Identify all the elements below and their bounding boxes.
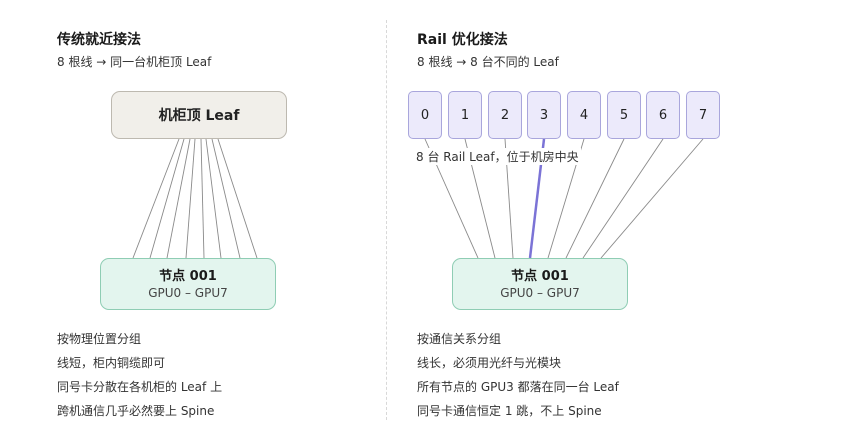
rack-leaf-switch: 机柜顶 Leaf bbox=[111, 91, 287, 139]
left-note-1: 按物理位置分组 bbox=[57, 332, 142, 346]
rail-leaf-3: 3 bbox=[527, 91, 561, 139]
rail-leaf-2: 2 bbox=[488, 91, 522, 139]
left-cable bbox=[166, 138, 191, 259]
left-note-2: 线短，柜内铜缆即可 bbox=[57, 356, 166, 370]
rack-leaf-label: 机柜顶 Leaf bbox=[158, 108, 240, 124]
right-note-1: 按通信关系分组 bbox=[417, 332, 502, 346]
right-subtitle: 8 根线 → 8 台不同的 Leaf bbox=[417, 55, 559, 69]
rail-leaf-1: 1 bbox=[448, 91, 482, 139]
right-cable bbox=[582, 138, 664, 259]
rail-leaf-label: 4 bbox=[579, 107, 589, 123]
left-title: 传统就近接法 bbox=[57, 32, 141, 48]
rail-leaf-7: 7 bbox=[686, 91, 720, 139]
left-cable bbox=[149, 138, 185, 259]
rail-leaf-label: 7 bbox=[698, 107, 708, 123]
rail-leaf-label: 5 bbox=[619, 107, 629, 123]
right-cable bbox=[565, 138, 625, 259]
left-cable bbox=[132, 138, 180, 259]
panel-divider bbox=[386, 20, 387, 420]
left-cable bbox=[200, 138, 205, 259]
right-note-4: 同号卡通信恒定 1 跳，不上 Spine bbox=[417, 404, 602, 418]
rail-leaf-caption: 8 台 Rail Leaf，位于机房中央 bbox=[414, 148, 581, 165]
left-note-3: 同号卡分散在各机柜的 Leaf 上 bbox=[57, 380, 223, 394]
right-notes: 按通信关系分组 线长，必须用光纤与光模块 所有节点的 GPU3 都落在同一台 L… bbox=[417, 331, 619, 419]
left-node-box: 节点 001 GPU0 – GPU7 bbox=[100, 258, 276, 310]
rail-leaf-6: 6 bbox=[646, 91, 680, 139]
rail-leaf-label: 6 bbox=[658, 107, 668, 123]
right-note-3: 所有节点的 GPU3 都落在同一台 Leaf bbox=[417, 380, 619, 394]
left-notes: 按物理位置分组 线短，柜内铜缆即可 同号卡分散在各机柜的 Leaf 上 跨机通信… bbox=[57, 331, 222, 419]
left-cable bbox=[217, 138, 258, 259]
left-cables bbox=[132, 138, 258, 259]
rail-leaf-label: 3 bbox=[539, 107, 549, 123]
right-note-2: 线长，必须用光纤与光模块 bbox=[417, 356, 562, 370]
left-cable bbox=[211, 138, 241, 259]
rail-leaf-4: 4 bbox=[567, 91, 601, 139]
right-title: Rail 优化接法 bbox=[417, 32, 508, 48]
rail-leaf-5: 5 bbox=[607, 91, 641, 139]
right-node-box: 节点 001 GPU0 – GPU7 bbox=[452, 258, 628, 310]
rail-leaf-label: 1 bbox=[460, 107, 470, 123]
rail-leaf-0: 0 bbox=[408, 91, 442, 139]
left-node-gpus: GPU0 – GPU7 bbox=[148, 285, 228, 300]
left-cable bbox=[185, 138, 196, 259]
rail-leaf-label: 2 bbox=[500, 107, 510, 123]
left-node-title: 节点 001 bbox=[159, 268, 217, 284]
rail-leaf-label: 0 bbox=[420, 107, 430, 123]
right-cable bbox=[600, 138, 704, 259]
left-cable bbox=[205, 138, 222, 259]
right-node-gpus: GPU0 – GPU7 bbox=[500, 285, 580, 300]
right-node-title: 节点 001 bbox=[511, 268, 569, 284]
left-note-4: 跨机通信几乎必然要上 Spine bbox=[57, 404, 215, 418]
left-subtitle: 8 根线 → 同一台机柜顶 Leaf bbox=[57, 55, 212, 69]
